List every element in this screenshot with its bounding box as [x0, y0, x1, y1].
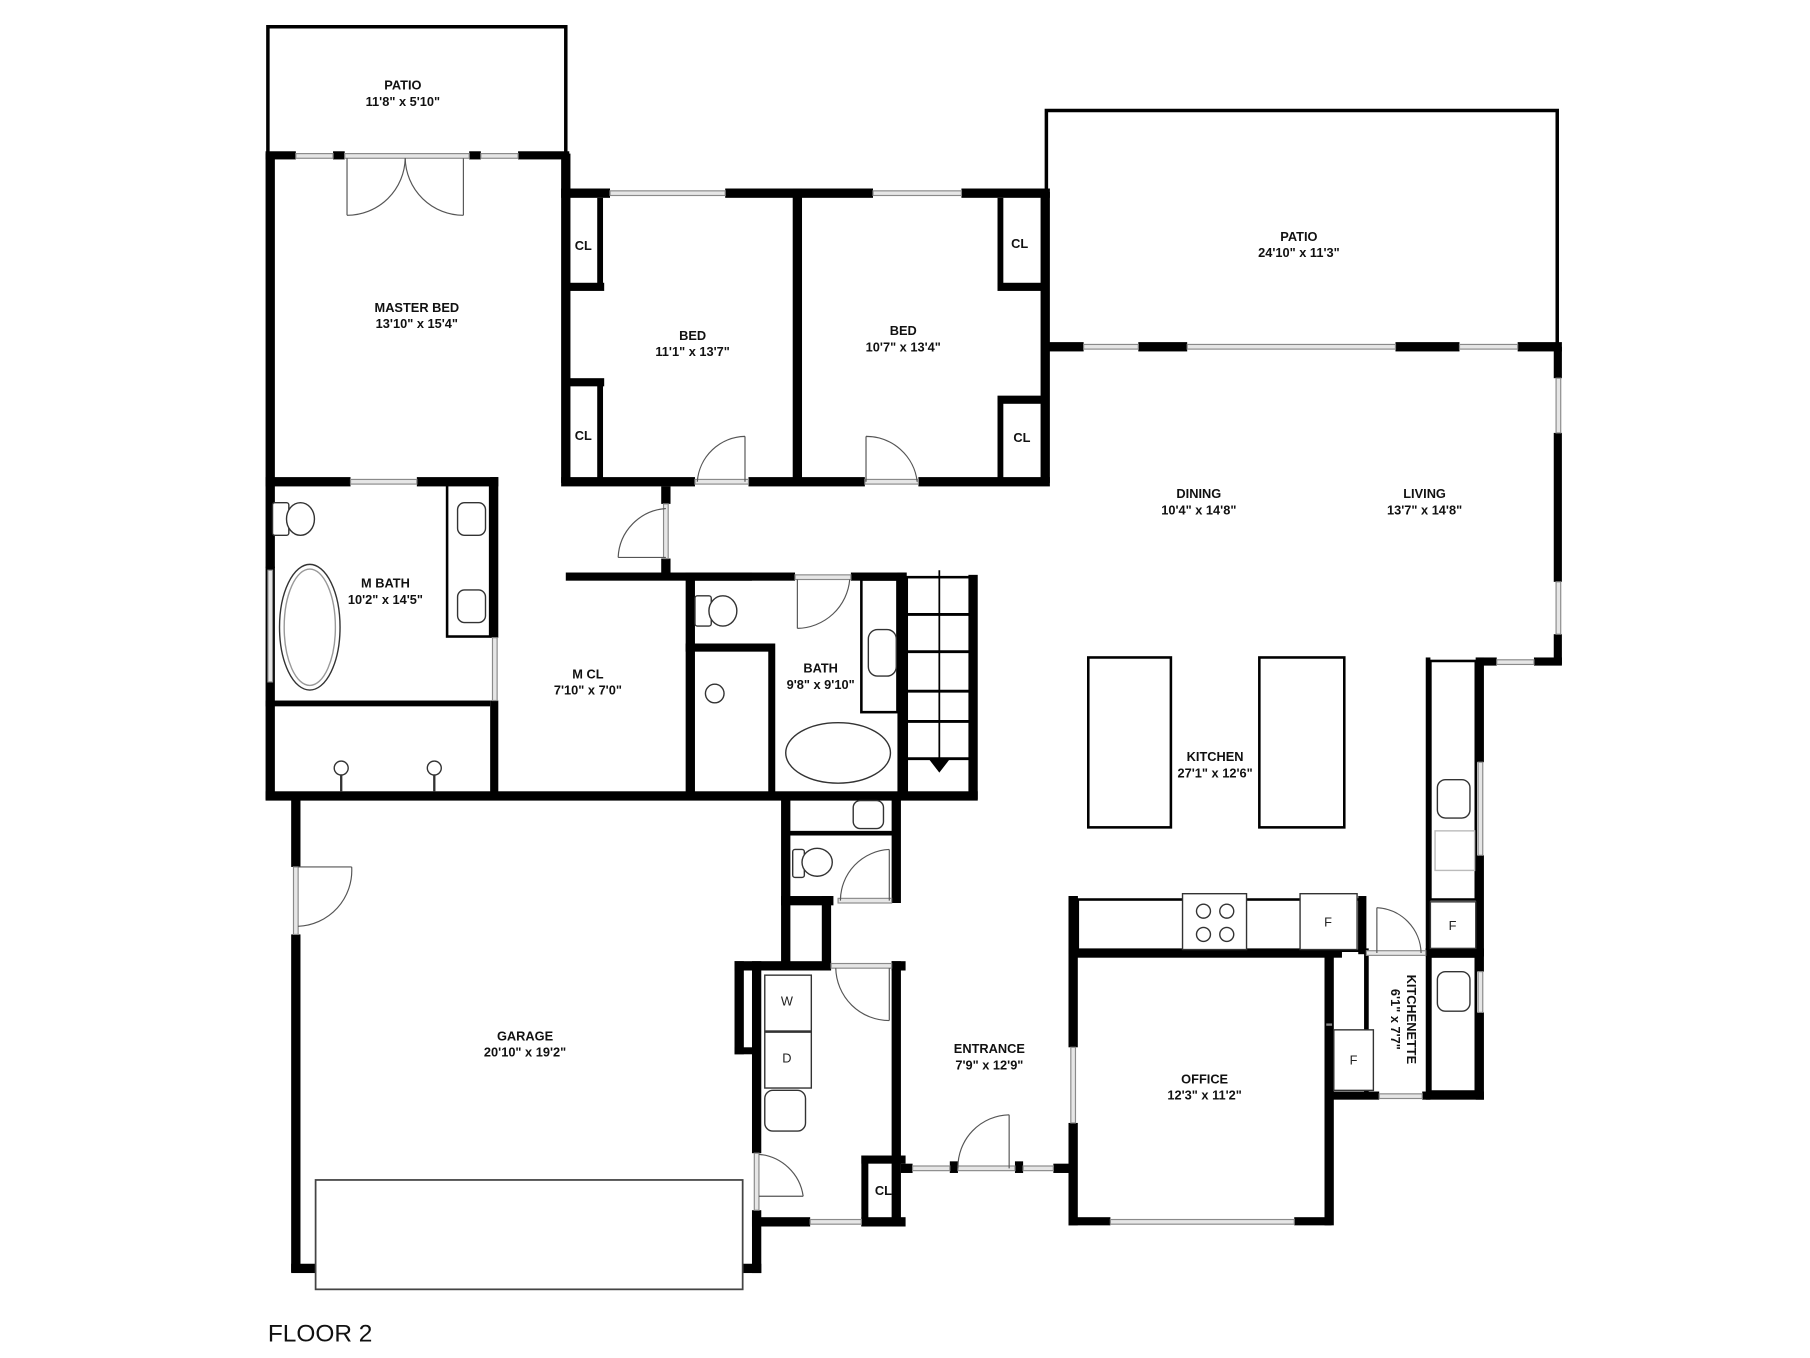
bathtub-icon: [278, 563, 341, 691]
room-name-entrance: ENTRANCE: [954, 1041, 1026, 1056]
room-dims-patio-small: 11'8" x 5'10": [366, 94, 440, 109]
shower-icon: [333, 760, 442, 792]
room-name-living: LIVING: [1403, 486, 1446, 501]
room-name-patio-small: PATIO: [384, 78, 421, 93]
room-dims-m-bath: 10'2" x 14'5": [348, 592, 423, 607]
closet-label: CL: [1013, 430, 1030, 445]
room-dims-kitchen: 27'1" x 12'6": [1178, 765, 1253, 780]
sink-icon: [852, 799, 885, 830]
dryer-icon: [764, 1031, 813, 1089]
room-dims-garage: 20'10" x 19'2": [484, 1045, 566, 1060]
sink-icon: [1436, 778, 1471, 819]
kitchen-island: [1258, 656, 1346, 829]
staircase: [905, 570, 974, 798]
room-dims-m-cl: 7'10" x 7'0": [554, 683, 622, 698]
room-dims-kitchenette: 6'1" x 7'7": [1388, 989, 1403, 1050]
room-name-kitchen: KITCHEN: [1187, 749, 1244, 764]
room-dims-office: 12'3" x 11'2": [1167, 1088, 1241, 1103]
closet-label: CL: [575, 238, 592, 253]
dishwasher-icon: [1434, 830, 1476, 872]
room-name-office: OFFICE: [1181, 1071, 1228, 1086]
stove-icon: [1181, 892, 1248, 951]
room-dims-master-bed: 13'10" x 15'4": [376, 316, 458, 331]
room-dims-bed-1: 11'1" x 13'7": [655, 344, 729, 359]
room-dims-patio-large: 24'10" x 11'3": [1258, 245, 1340, 260]
room-name-patio-large: PATIO: [1280, 229, 1317, 244]
walls: [265, 151, 1562, 1274]
dryer-label: D: [782, 1050, 791, 1065]
closet-labels: CL CL CL CL CL: [575, 236, 1031, 1198]
windows: [267, 153, 1562, 1225]
sink-icon: [867, 628, 897, 677]
washer-label: W: [781, 993, 794, 1008]
closet-label: CL: [1011, 236, 1028, 251]
shower-icon: [704, 683, 725, 704]
floor-label: FLOOR 2: [268, 1321, 373, 1348]
room-dims-dining: 10'4" x 14'8": [1161, 502, 1236, 517]
room-name-garage: GARAGE: [497, 1028, 554, 1043]
patio-small: [266, 25, 568, 154]
kitchen-island: [1086, 656, 1173, 829]
fixtures: F F F W D: [271, 481, 1478, 1291]
sink-icon: [456, 589, 487, 624]
room-name-master-bed: MASTER BED: [375, 300, 460, 315]
sink-icon: [764, 1089, 807, 1132]
patio-large: [1044, 108, 1559, 347]
stair-direction-arrow-icon: [927, 757, 951, 773]
room-dims-bath: 9'8" x 9'10": [787, 677, 855, 692]
sink-icon: [1436, 970, 1471, 1012]
doors: [298, 158, 1422, 1197]
room-name-bath: BATH: [803, 661, 838, 676]
toilet-icon: [792, 847, 833, 879]
toilet-icon: [694, 595, 738, 627]
room-dims-living: 13'7" x 14'8": [1387, 502, 1462, 517]
room-name-m-cl: M CL: [572, 666, 603, 681]
sink-icon: [456, 502, 487, 536]
room-dims-bed-2: 10'7" x 13'4": [866, 339, 941, 354]
fridge-icon: F: [1324, 914, 1332, 929]
bathtub-icon: [785, 721, 892, 784]
room-name-m-bath: M BATH: [361, 576, 410, 591]
room-dims-entrance: 7'9" x 12'9": [955, 1057, 1023, 1072]
toilet-icon: [271, 502, 316, 536]
room-name-bed-1: BED: [679, 328, 706, 343]
fridge-icon: F: [1350, 1053, 1358, 1068]
fridge-icon: F: [1449, 918, 1457, 933]
room-name-bed-2: BED: [890, 323, 917, 338]
closet-label: CL: [875, 1183, 892, 1198]
room-name-kitchenette: KITCHENETTE: [1404, 975, 1419, 1065]
room-name-dining: DINING: [1176, 486, 1221, 501]
washer-icon: [764, 974, 813, 1032]
closet-label: CL: [575, 428, 592, 443]
room-labels: PATIO 11'8" x 5'10" MASTER BED 13'10" x …: [348, 78, 1462, 1103]
garage-door: [314, 1179, 744, 1291]
